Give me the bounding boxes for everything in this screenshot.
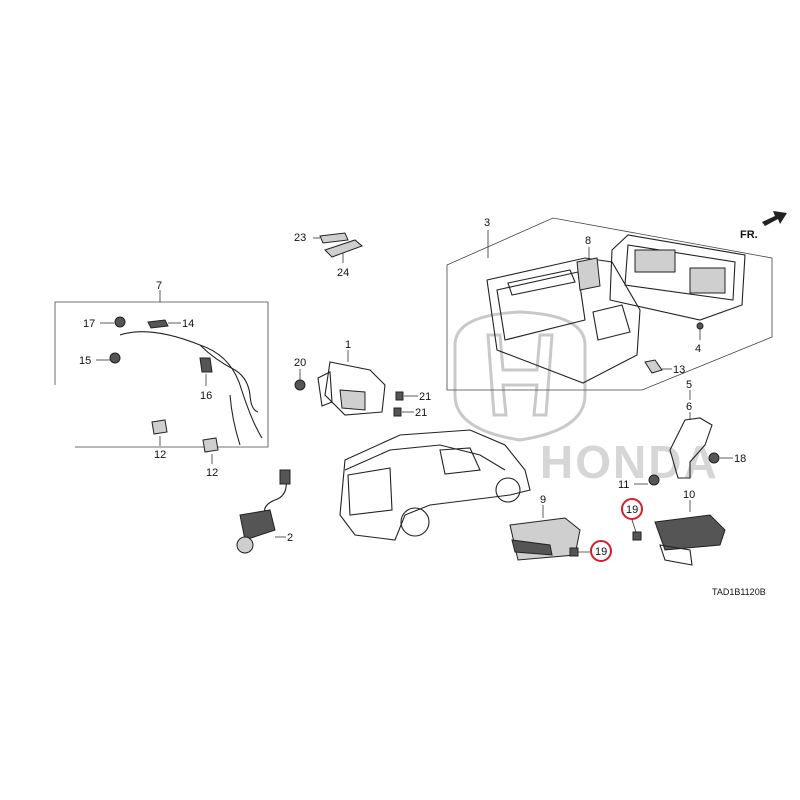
callout-12a: 12 — [154, 449, 166, 461]
callout-17: 17 — [83, 318, 95, 330]
callout-9: 9 — [540, 494, 546, 506]
part-19-screw-left: 19 — [590, 540, 612, 562]
part-20-grommet: 20 — [294, 357, 306, 391]
highlight-circle-19-left — [590, 540, 612, 562]
direction-label: FR. — [740, 229, 758, 241]
front-direction-indicator: FR. — [740, 211, 787, 241]
callout-7: 7 — [156, 280, 162, 292]
callout-2: 2 — [287, 532, 293, 544]
part-7-harness: 7 17 14 15 16 — [79, 280, 263, 446]
callout-24: 24 — [337, 267, 349, 279]
callout-14: 14 — [182, 318, 194, 330]
callout-10: 10 — [683, 489, 695, 501]
vehicle-illustration — [339, 429, 531, 541]
part-9-module: 9 — [509, 494, 590, 561]
highlight-circle-19-right — [621, 498, 643, 520]
part-8-label: 8 — [576, 235, 601, 291]
callout-5: 5 — [686, 379, 692, 391]
part-12-bolt-b: 12 — [202, 437, 219, 479]
part-13-bolt: 13 — [644, 359, 685, 376]
callout-19b: 19 — [626, 504, 638, 516]
callout-20: 20 — [294, 357, 306, 369]
callout-23: 23 — [294, 232, 306, 244]
callout-1: 1 — [345, 339, 351, 351]
navigation-unit: 4 — [609, 234, 746, 355]
callout-13: 13 — [673, 364, 685, 376]
callout-6: 6 — [686, 401, 692, 413]
honda-watermark: HONDA — [453, 310, 719, 488]
part-10-unit: 10 — [654, 489, 726, 566]
part-3-group-frame — [446, 217, 773, 391]
callout-19a: 19 — [595, 546, 607, 558]
part-11-bolt: 11 — [618, 474, 660, 491]
callout-12b: 12 — [206, 467, 218, 479]
callout-16: 16 — [200, 390, 212, 402]
part-1-control-unit: 1 — [317, 339, 386, 416]
callout-21b: 21 — [415, 407, 427, 419]
drawing-code: TAD1B1120B — [712, 587, 766, 597]
callout-8: 8 — [585, 235, 591, 247]
callout-18: 18 — [734, 453, 746, 465]
callout-4: 4 — [695, 343, 701, 355]
part-21-screw-a: 21 — [395, 391, 431, 403]
front-arrow-icon — [762, 211, 787, 226]
part-24-clip: 24 — [324, 239, 363, 279]
part-2-camera: 2 — [236, 469, 293, 554]
part-19-screw-right: 19 — [621, 498, 643, 541]
part-23-clip: 23 — [294, 232, 349, 244]
part-3-display-panel: 3 — [484, 217, 641, 384]
part-5-6-bracket: 5 6 18 — [669, 379, 746, 479]
part-12-bolt-a: 12 — [151, 419, 168, 461]
part-21-screw-b: 21 — [393, 407, 427, 419]
callout-11: 11 — [618, 479, 629, 491]
callout-15: 15 — [79, 355, 91, 367]
callout-3: 3 — [484, 217, 490, 229]
watermark-text: HONDA — [540, 436, 719, 488]
callout-21a: 21 — [419, 391, 431, 403]
